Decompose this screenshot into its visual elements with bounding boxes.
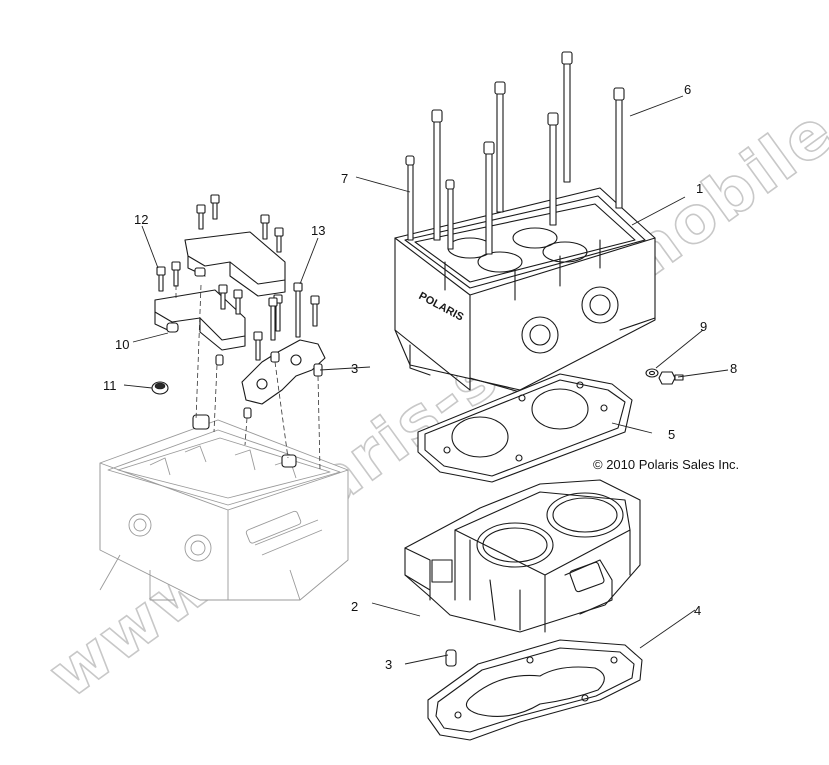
- head-gasket: [417, 373, 633, 483]
- callout-13: 13: [311, 223, 325, 238]
- callout-3-lower: 3: [385, 657, 392, 672]
- callout-6: 6: [684, 82, 691, 97]
- callout-11: 11: [103, 378, 117, 393]
- copyright-notice: © 2010 Polaris Sales Inc.: [593, 457, 739, 472]
- callout-8: 8: [730, 361, 737, 376]
- bolt-and-washer-8-9: [645, 368, 684, 385]
- callout-4: 4: [694, 603, 701, 618]
- callout-7: 7: [341, 171, 348, 186]
- head-bolts: [405, 51, 625, 255]
- base-gasket: [427, 639, 643, 741]
- callout-10: 10: [115, 337, 129, 352]
- cap-bolts: [151, 194, 323, 419]
- cylinder-block: [404, 479, 641, 633]
- callout-3-upper: 3: [351, 361, 358, 376]
- leader-lines: [123, 95, 729, 665]
- dowel-pin-bottom: [445, 649, 457, 667]
- callout-2: 2: [351, 599, 358, 614]
- cylinder-head: POLARIS: [394, 187, 656, 393]
- callouts: 1 2 3 3 4 5 6 7 8 9 10 11 12 13: [103, 82, 737, 672]
- ghost-head-assembly: [99, 414, 349, 601]
- callout-1: 1: [696, 181, 703, 196]
- callout-5: 5: [668, 427, 675, 442]
- alignment-lines: [175, 284, 321, 471]
- callout-9: 9: [700, 319, 707, 334]
- callout-12: 12: [134, 212, 148, 227]
